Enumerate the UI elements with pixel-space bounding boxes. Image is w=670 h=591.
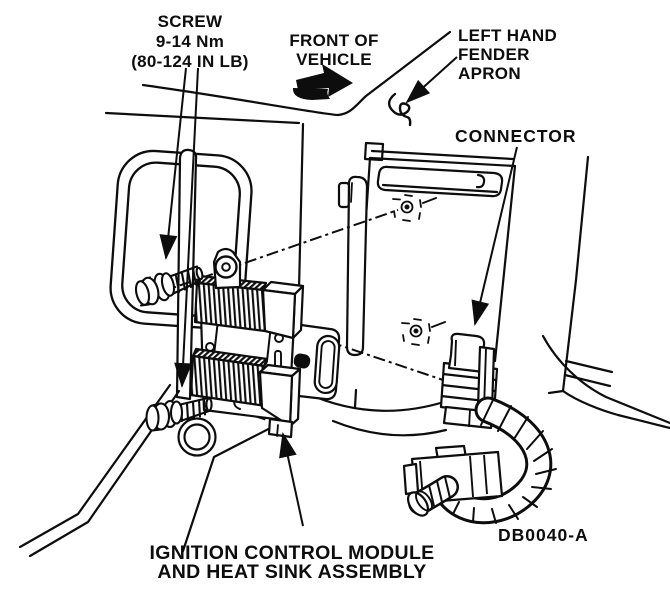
wire-loom [436, 396, 557, 525]
figure-code: DB0040-A [498, 525, 589, 545]
mounting-hole-lower [401, 318, 446, 346]
apron-slot [376, 165, 504, 198]
module-foot [267, 417, 294, 439]
front-of-vehicle-label-line2: VEHICLE [296, 50, 372, 69]
fender-apron-label-line2: FENDER [458, 45, 530, 64]
screw-torque-imperial: (80-124 IN LB) [131, 52, 249, 71]
hose-loop [177, 417, 217, 457]
alignment-centerlines [157, 209, 456, 425]
fender-apron-label-line3: APRON [458, 64, 521, 83]
upper-screw [134, 265, 204, 307]
wing-dark-hole [293, 353, 311, 369]
connector-label: CONNECTOR [455, 126, 576, 146]
module-label-line1: IGNITION CONTROL MODULE [150, 542, 435, 564]
labels: SCREW 9-14 Nm (80-124 IN LB) FRONT OF VE… [131, 12, 589, 583]
screw-leader-lower [174, 67, 199, 388]
connector-leader [471, 146, 518, 326]
body-frame-lines [541, 155, 670, 430]
leader-lines [159, 56, 518, 527]
module-leader [279, 432, 304, 527]
wing-oval-slot [313, 334, 341, 395]
screw-eyelet [212, 247, 242, 290]
fender-apron-leader [405, 56, 458, 104]
screw-label: SCREW [158, 12, 223, 31]
apron-clip-hook [387, 92, 412, 127]
apron-strut [337, 175, 369, 357]
fender-apron-label-line1: LEFT HAND [458, 26, 557, 45]
screw-leader-upper [159, 67, 187, 260]
ignition-module-assembly [189, 247, 341, 439]
loom-ribs [452, 399, 557, 524]
front-of-vehicle-arrow-icon [292, 64, 353, 100]
fender-apron-panel [337, 141, 517, 363]
loom-stub [406, 475, 459, 517]
screw-torque-metric: 9-14 Nm [156, 32, 224, 51]
module-label-line2: AND HEAT SINK ASSEMBLY [157, 561, 426, 583]
front-of-vehicle-label-line1: FRONT OF [289, 31, 378, 50]
mounting-hole-upper [392, 194, 437, 222]
lower-screw [145, 396, 213, 432]
harness-connector-lower [402, 444, 504, 517]
